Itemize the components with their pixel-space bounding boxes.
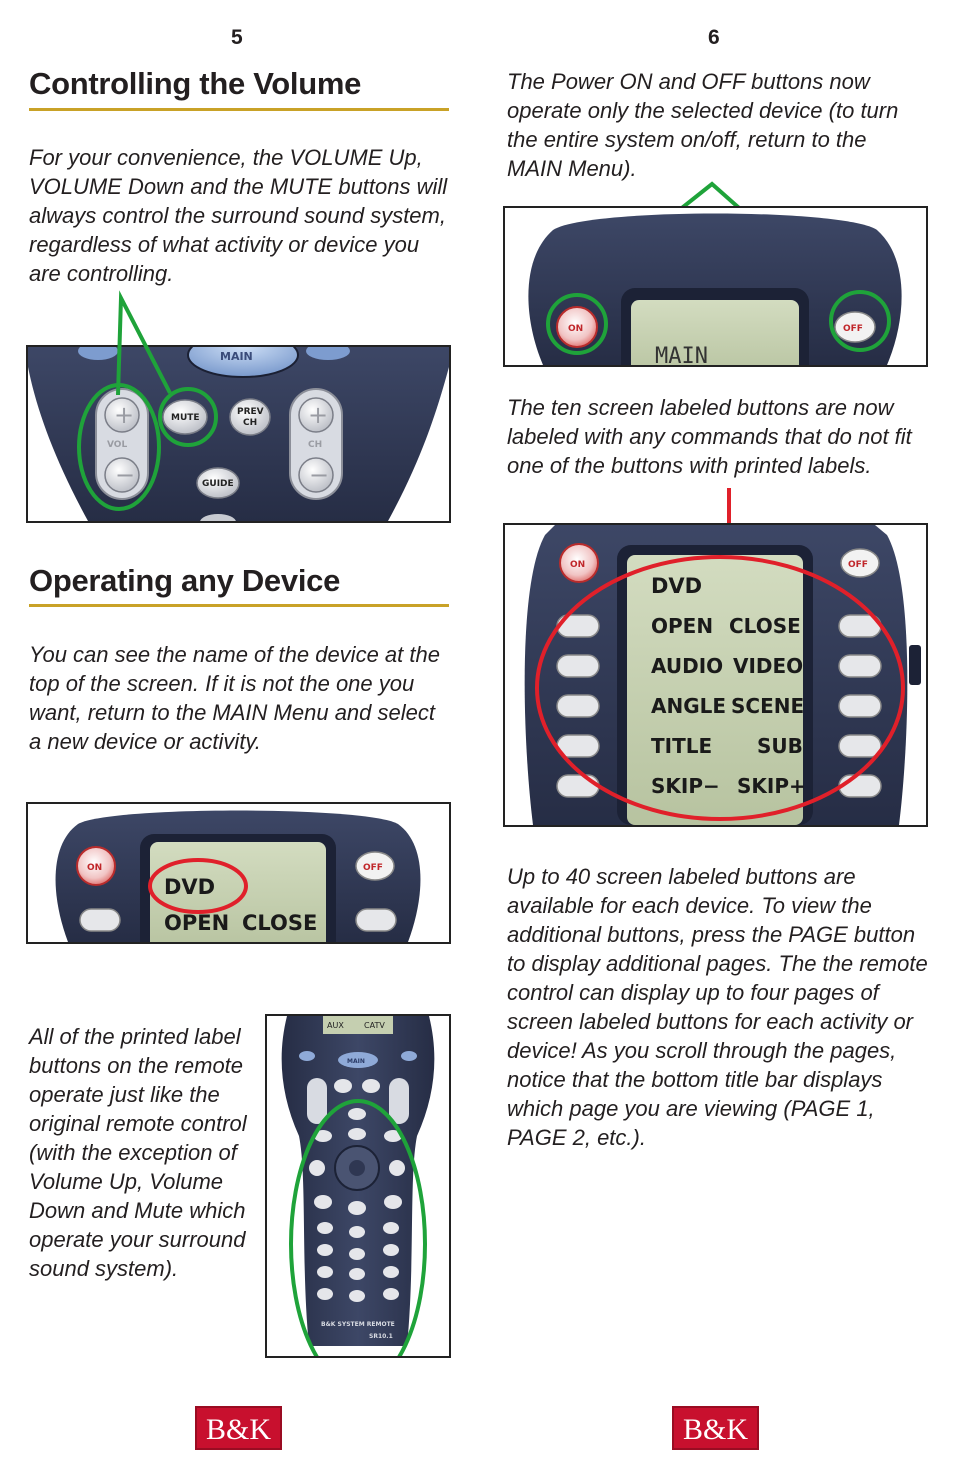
screen-buttons-paragraph: The ten screen labeled buttons are now l… (507, 395, 912, 478)
remote-closeup-screen-buttons: DVD OPEN CLOSE AUDIO VIDEO ANGLE SCENE T… (524, 525, 921, 825)
full-model-label: SR10.1 (369, 1333, 393, 1340)
off-button-label: OFF (848, 560, 868, 570)
mute-callout-circle (158, 387, 218, 447)
remote-closeup-device: DVD OPEN CLOSE ON OFF (55, 810, 421, 942)
lcd-open-label: OPEN (651, 614, 713, 638)
ch-minus-icon: − (309, 461, 329, 489)
guide-button-label: GUIDE (202, 479, 234, 489)
lcd-open-label: OPEN (164, 911, 229, 935)
right-soft-keys (838, 614, 882, 798)
vol-minus-icon: − (115, 461, 135, 489)
prev-label: PREV (237, 407, 264, 417)
power-paragraph: The Power ON and OFF buttons now operate… (507, 69, 899, 181)
power-buttons-figure: MAIN ON OFF (503, 206, 928, 367)
device-paragraph: You can see the name of the device at th… (29, 642, 440, 754)
vol-plus-icon: + (114, 401, 134, 429)
full-brand-line: B&K SYSTEM REMOTE (321, 1321, 395, 1328)
lcd-close-label: CLOSE (242, 911, 317, 935)
full-lcd-catv: CATV (364, 1021, 385, 1030)
on-button-label: ON (87, 863, 102, 873)
lcd-device-name: DVD (651, 574, 702, 598)
vol-label: VOL (107, 440, 127, 450)
printed-buttons-callout-ellipse (289, 1099, 427, 1356)
lcd-audio-label: AUDIO (651, 654, 723, 678)
keypad (317, 1222, 399, 1302)
on-callout-circle (546, 293, 608, 355)
page-number-left: 5 (231, 26, 243, 49)
full-lcd-aux: AUX (327, 1021, 344, 1030)
device-name-callout-ellipse (148, 858, 248, 914)
lcd-device-name: DVD (164, 875, 215, 899)
lcd-sub-label: SUB (757, 734, 803, 758)
lcd-scene-label: SCENE (731, 694, 804, 718)
device-name-figure: DVD OPEN CLOSE ON OFF (26, 802, 451, 944)
off-button-label: OFF (843, 324, 863, 334)
lcd-close-label: CLOSE (729, 614, 801, 638)
full-remote-figure: AUX CATV MAIN B&K SYSTEM REMOTE SR10.1 (265, 1014, 451, 1358)
on-button-label: ON (570, 560, 585, 570)
ch-label: CH (308, 440, 322, 450)
lcd-title-label: TITLE (651, 734, 712, 758)
off-button-label: OFF (363, 863, 383, 873)
full-remote-image: AUX CATV MAIN B&K SYSTEM REMOTE SR10.1 (281, 1016, 435, 1356)
heading-operating-device: Operating any Device (29, 563, 341, 598)
remote-closeup-power: MAIN ON OFF (528, 213, 902, 365)
full-main-label: MAIN (347, 1058, 365, 1065)
lcd-main-label: MAIN (655, 344, 708, 365)
volume-paragraph: For your convenience, the VOLUME Up, VOL… (29, 145, 448, 286)
volume-mute-figure: MAIN + VOL − MUTE PREV CH GUIDE + CH − (26, 345, 451, 523)
lcd-angle-label: ANGLE (651, 694, 726, 718)
bk-logo-right: B&K (672, 1406, 759, 1450)
screen-buttons-figure: DVD OPEN CLOSE AUDIO VIDEO ANGLE SCENE T… (503, 523, 928, 827)
heading-rule (29, 108, 449, 111)
heading-controlling-volume: Controlling the Volume (29, 66, 362, 101)
mute-button-label: MUTE (171, 413, 200, 423)
screen-buttons-callout-ellipse (535, 555, 905, 821)
bk-logo-left: B&K (195, 1406, 282, 1450)
main-button-label: MAIN (220, 350, 253, 363)
lcd-skip-plus-label: SKIP+ (737, 774, 806, 798)
on-button-label: ON (568, 324, 583, 334)
pages-paragraph: Up to 40 screen labeled buttons are avai… (507, 864, 928, 1150)
ch-label-small: CH (243, 418, 257, 428)
printed-buttons-paragraph: All of the printed label buttons on the … (29, 1024, 247, 1281)
heading-rule (29, 604, 449, 607)
page-number-right: 6 (708, 26, 720, 49)
off-callout-circle (829, 290, 891, 352)
remote-closeup-volume: MAIN + VOL − MUTE PREV CH GUIDE + CH − (28, 347, 449, 521)
lcd-video-label: VIDEO (733, 654, 803, 678)
ch-plus-icon: + (308, 401, 328, 429)
lcd-skip-minus-label: SKIP− (651, 774, 720, 798)
lcd-command-rows: OPEN CLOSE AUDIO VIDEO ANGLE SCENE TITLE… (651, 614, 806, 798)
